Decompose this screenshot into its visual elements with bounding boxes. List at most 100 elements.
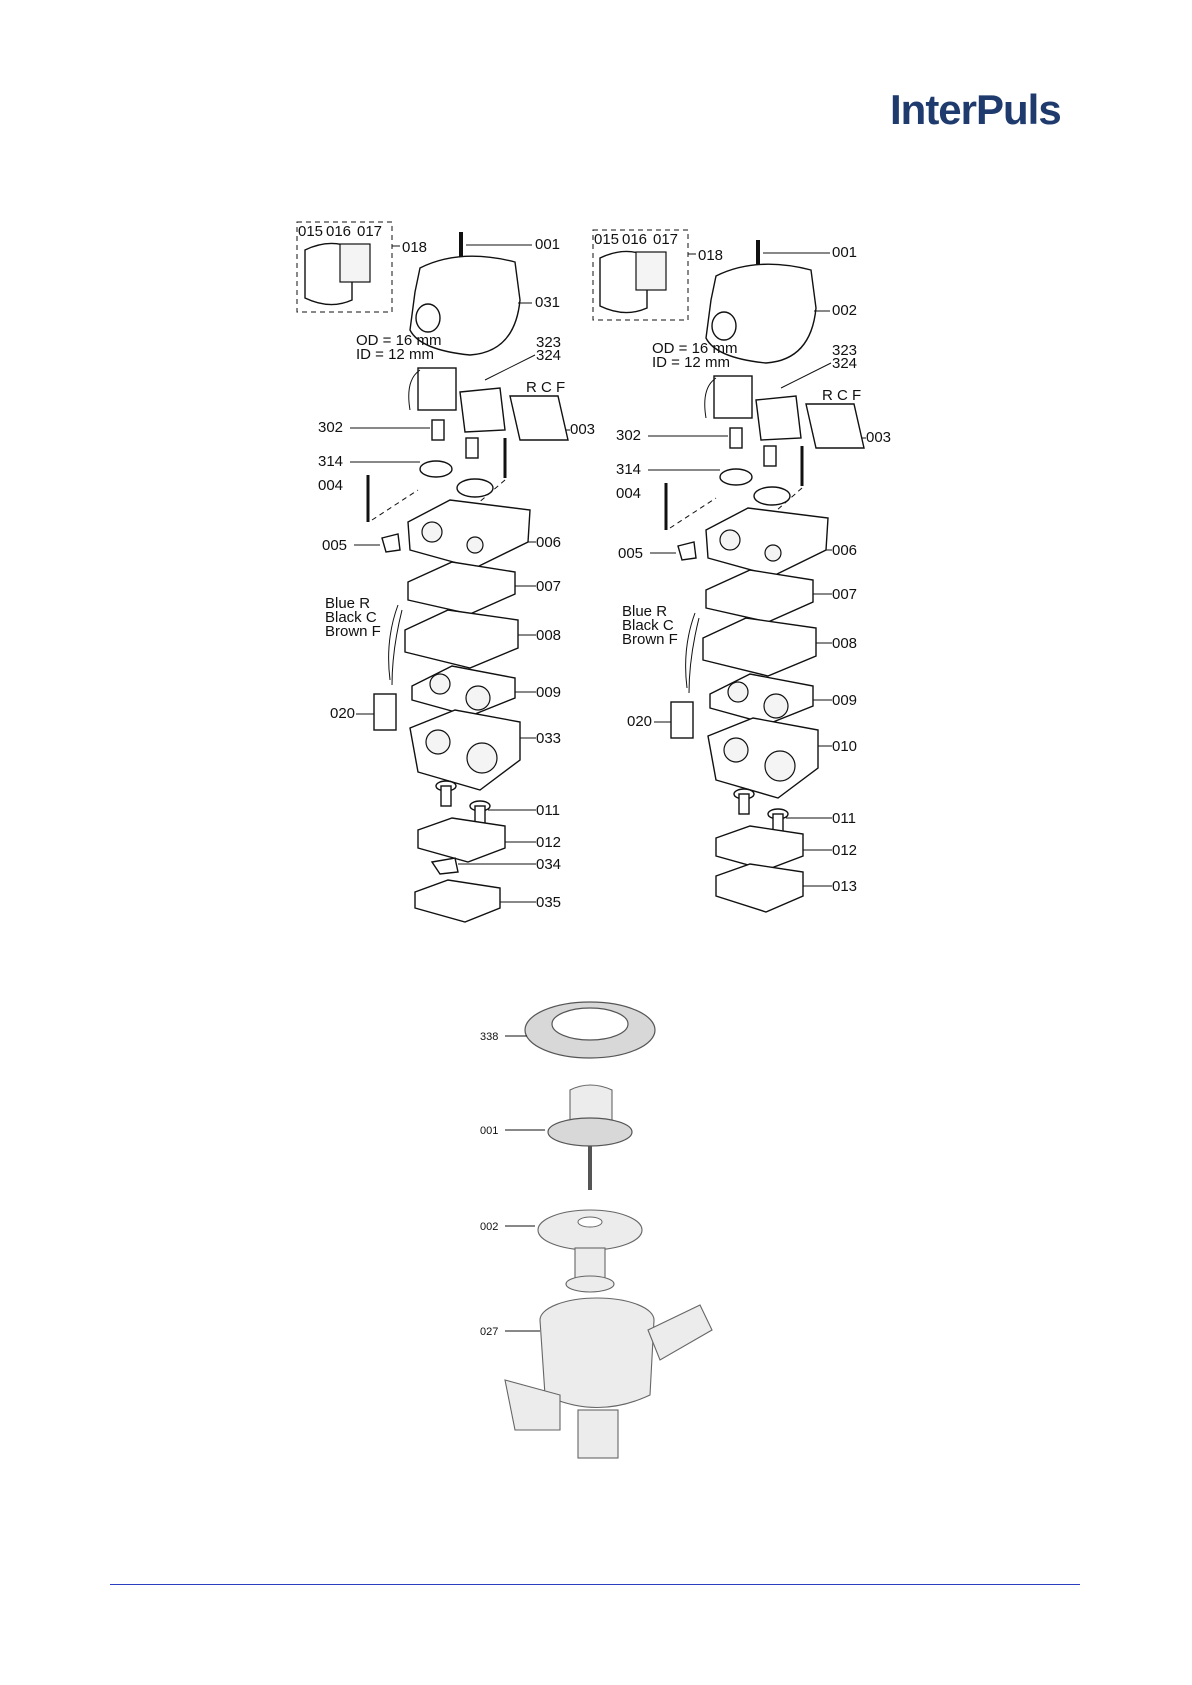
right-gasket-007 [705,569,814,623]
bottom-label-002: 002 [480,1221,498,1233]
right-label-323: 323 [832,342,857,359]
left-solenoid-2 [459,387,506,433]
right-seal-012 [715,825,804,871]
right-wire-brown: Brown F [622,631,678,648]
right-label-011: 011 [832,810,856,827]
bottom-body-bracket [504,1379,561,1431]
left-plate-008 [404,609,519,669]
left-label-302: 302 [318,419,343,436]
left-label-031: 031 [535,294,560,311]
left-label-009: 009 [536,684,561,701]
left-body-033 [409,709,521,791]
left-diaphragm-009 [411,665,516,717]
right-wire-black: Black C [622,617,674,634]
left-id-text: ID = 12 mm [356,346,434,363]
left-label-020: 020 [330,705,355,722]
right-body-010 [707,717,819,799]
left-label-018: 018 [402,239,427,256]
right-inset-label-017: 017 [653,231,678,248]
left-label-006: 006 [536,534,561,551]
bottom-label-027: 027 [480,1326,498,1338]
right-plug-020 [670,701,694,739]
left-label-324: 324 [536,347,561,364]
right-solenoid-1 [713,375,753,419]
right-label-002: 002 [832,302,857,319]
left-label-007: 007 [536,578,561,595]
right-label-324: 324 [832,355,857,372]
bottom-diaphragm-002 [537,1209,643,1251]
left-label-011: 011 [536,802,560,819]
right-label-008: 008 [832,635,857,652]
right-diaphragm-009 [709,673,814,725]
bottom-exploded-view: 338 001 002 027 [480,1001,713,1459]
left-label-012: 012 [536,834,561,851]
right-solenoid-2 [755,395,802,441]
right-label-009: 009 [832,692,857,709]
left-connector-005 [381,533,401,553]
left-label-034: 034 [536,856,561,873]
left-inset-label-016: 016 [326,223,351,240]
left-rcf-text: R C F [526,379,565,396]
right-inset-filter [635,251,667,291]
right-label-013: 013 [832,878,857,895]
left-solenoid-1 [417,367,457,411]
left-ring-314 [419,460,453,478]
right-inset-label-015: 015 [594,231,619,248]
footer-divider [110,1584,1080,1585]
left-label-314: 314 [318,453,343,470]
right-label-003: 003 [866,429,891,446]
left-inset-box [296,221,393,313]
left-seal-012 [417,817,506,863]
left-label-001: 001 [535,236,560,253]
right-ring-314 [719,468,753,486]
right-valve-011a [738,793,750,815]
left-od-text: OD = 16 mm [356,332,441,349]
right-label-005: 005 [618,545,643,562]
right-inset-cover [599,250,648,314]
right-label-302: 302 [616,427,641,444]
right-label-012: 012 [832,842,857,859]
right-label-007: 007 [832,586,857,603]
right-rcf-text: R C F [822,387,861,404]
bottom-body-outlet [647,1304,713,1361]
right-label-020: 020 [627,713,652,730]
left-valve-011a [440,785,452,807]
right-od-text: OD = 16 mm [652,340,737,357]
right-plate-008 [702,617,817,677]
right-id-text: ID = 12 mm [652,354,730,371]
right-inset-box [592,229,689,321]
left-inset-label-017: 017 [357,223,382,240]
right-label-001: 001 [832,244,857,261]
left-base-035 [414,879,501,923]
left-pin-302 [431,419,445,441]
left-cover-031 [409,255,521,356]
right-inset-label-016: 016 [622,231,647,248]
left-pin-302b [465,437,479,459]
right-label-006: 006 [832,542,857,559]
left-label-005: 005 [322,537,347,554]
left-label-003: 003 [570,421,595,438]
left-exploded-view: 015 016 017 018 001 031 OD = 16 mm ID = … [296,221,595,923]
bottom-label-001: 001 [480,1125,498,1137]
right-pin-302b [763,445,777,467]
left-cover-port [415,303,441,333]
left-label-008: 008 [536,627,561,644]
right-ring-314b [753,486,791,506]
left-label-plate-003 [509,395,569,441]
left-inset-label-015: 015 [298,223,323,240]
left-label-004: 004 [318,477,343,494]
right-label-plate-003 [805,403,865,449]
right-cover-002 [705,263,817,364]
right-pin-302 [729,427,743,449]
right-connector-005 [677,541,697,561]
right-base-013 [715,863,804,913]
left-clip-034 [430,857,459,875]
left-inset-filter [339,243,371,283]
left-label-035: 035 [536,894,561,911]
bottom-label-338: 338 [480,1031,498,1043]
left-label-323: 323 [536,334,561,351]
right-label-004: 004 [616,485,641,502]
left-wire-black: Black C [325,609,377,626]
left-ring-314b [456,478,494,498]
